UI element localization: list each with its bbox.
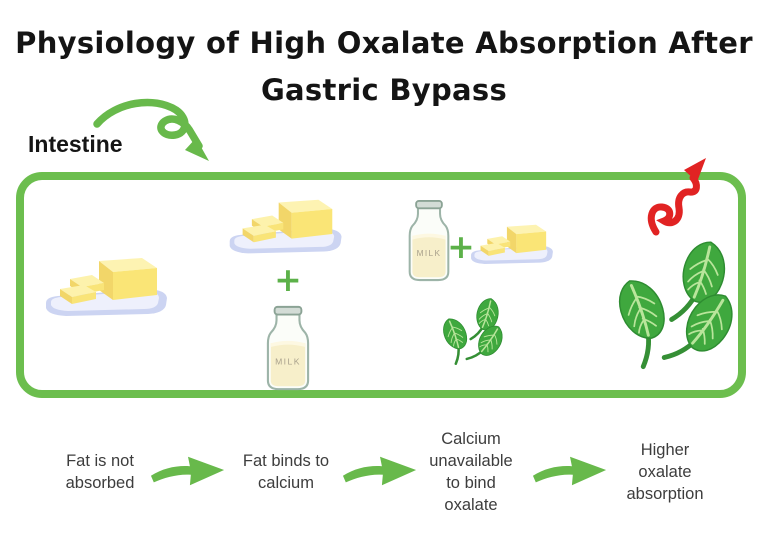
step-label-higher-oxalate: Higher oxalate absorption — [626, 441, 704, 503]
step-arrow-icon — [528, 451, 612, 489]
butter-dish-icon — [468, 222, 558, 268]
butter-dish-icon — [42, 254, 174, 322]
plus-icon: + — [447, 227, 475, 266]
page-title: Physiology of High Oxalate Absorption Af… — [15, 26, 753, 107]
step-arrow-icon — [338, 451, 422, 489]
spinach-leaves-icon — [442, 292, 506, 372]
butter-dish-icon — [226, 196, 348, 259]
step-label-calcium-unavailable: Calcium unavailable to bind oxalate — [429, 430, 513, 514]
step-label-fat-not-absorbed: Fat is not absorbed — [65, 452, 135, 492]
plus-icon: + — [274, 260, 302, 299]
step-label-fat-binds-calcium: Fat binds to calcium — [242, 452, 330, 492]
red-up-arrow-icon — [647, 158, 706, 236]
curly-arrow-icon — [93, 98, 209, 161]
spinach-leaves-icon — [616, 238, 740, 374]
step-arrow-icon — [146, 451, 230, 489]
milk-bottle-icon — [264, 304, 312, 392]
intestine-label: Intestine — [28, 131, 123, 157]
